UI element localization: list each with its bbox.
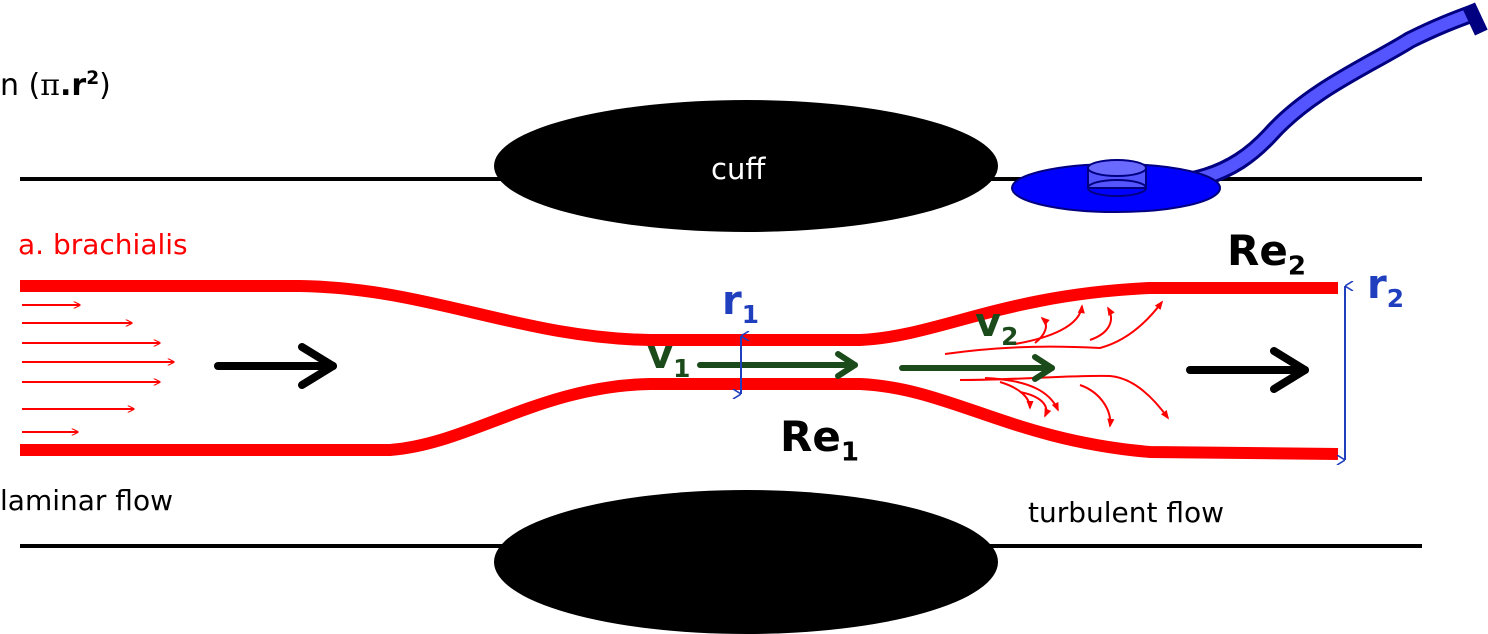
formula-exponent: 2	[86, 68, 100, 89]
area-formula: n (π.r2)	[0, 68, 111, 103]
r2-sub: 2	[1386, 284, 1404, 313]
turbulent-eddies	[944, 300, 1170, 428]
flow-direction-arrow-left	[214, 343, 337, 389]
velocity-arrow-v1	[697, 351, 858, 379]
vessel-wall-bottom	[20, 378, 1339, 460]
formula-dot-r: .r	[59, 68, 87, 103]
radius-r1-label: r1	[722, 278, 759, 329]
formula-prefix: n (	[0, 68, 41, 103]
reynolds-number-1: Re1	[780, 412, 859, 467]
formula-pi: π	[40, 68, 60, 103]
turbulent-flow-label: turbulent flow	[1028, 496, 1225, 529]
artery-label: a. brachialis	[18, 228, 188, 261]
formula-suffix: )	[99, 68, 111, 103]
velocity-v2-label: v2	[975, 300, 1018, 351]
laminar-flow-profile	[22, 305, 174, 432]
laminar-flow-label: laminar flow	[0, 484, 173, 517]
v2-base: v	[975, 300, 1002, 346]
re2-sub: 2	[1287, 251, 1306, 282]
re1-sub: 1	[840, 437, 859, 468]
radius-r2-label: r2	[1367, 262, 1404, 313]
cuff-bottom	[494, 490, 998, 634]
re1-base: Re	[780, 412, 841, 461]
r1-sub: 1	[741, 300, 759, 329]
vessel-wall-top	[20, 280, 1338, 346]
reynolds-number-2: Re2	[1227, 226, 1306, 281]
cuff-label: cuff	[711, 152, 766, 186]
r1-base: r	[722, 278, 742, 324]
v1-base: v	[647, 332, 674, 378]
r2-base: r	[1367, 262, 1387, 308]
velocity-v1-label: v1	[647, 332, 690, 383]
v1-sub: 1	[673, 354, 691, 383]
velocity-arrow-v2	[899, 354, 1055, 382]
cuff-top	[494, 100, 998, 232]
re2-base: Re	[1227, 226, 1288, 275]
stethoscope-icon	[1011, 2, 1488, 213]
flow-direction-arrow-right	[1186, 347, 1309, 393]
v2-sub: 2	[1001, 322, 1019, 351]
